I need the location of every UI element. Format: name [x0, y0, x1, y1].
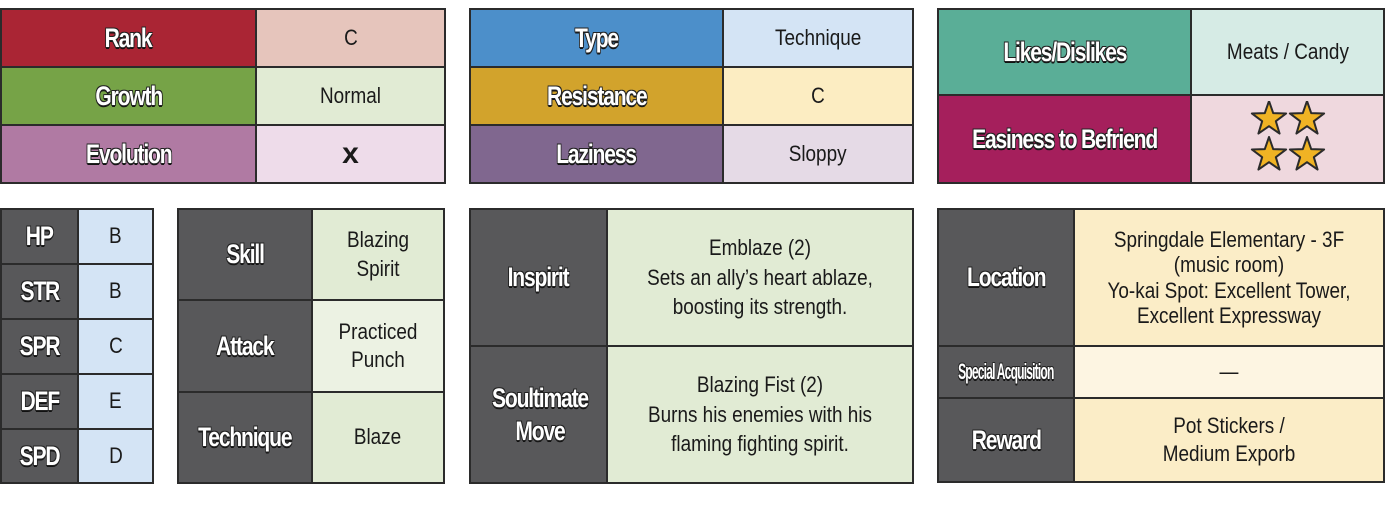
location-line: (music room) — [1173, 252, 1285, 278]
inspirit-move-desc: Sets an ally’s heart ablaze, boosting it… — [647, 265, 873, 319]
reward-line: Pot Stickers / — [1173, 412, 1285, 438]
technique-value: Blaze — [311, 391, 445, 484]
laziness-header: Laziness — [469, 124, 724, 184]
location-line: Excellent Expressway — [1136, 302, 1322, 328]
star-icon — [1250, 135, 1287, 171]
reward-header: Reward — [937, 397, 1075, 483]
stat-label-hp: HP — [0, 208, 79, 265]
location-header: Location — [937, 208, 1075, 347]
stat-grade-str: B — [77, 263, 154, 320]
location-line: Springdale Elementary - 3F — [1113, 226, 1345, 252]
special-acquisition-header: Special Acquisition — [937, 345, 1075, 399]
stat-grade-spd: D — [77, 428, 154, 484]
growth-header: Growth — [0, 66, 257, 126]
acquisition-table: Location Springdale Elementary - 3F (mus… — [937, 208, 1385, 483]
traits-table: Type Technique Resistance C Laziness Slo… — [469, 8, 914, 184]
rank-header: Rank — [0, 8, 257, 68]
abilities-table: Skill Blazing Spirit Attack Practiced Pu… — [177, 208, 445, 484]
stat-label-spr: SPR — [0, 318, 79, 375]
rank-value: C — [255, 8, 446, 68]
attack-header: Attack — [177, 299, 313, 393]
stat-row: STR B — [0, 263, 154, 320]
social-table: Likes/Dislikes Meats / Candy Easiness to… — [937, 8, 1385, 184]
stats-table: HP B STR B SPR C DEF E SPD D — [0, 208, 154, 484]
stat-grade-hp: B — [77, 208, 154, 265]
profile-table: Rank C Growth Normal Evolution x — [0, 8, 446, 184]
type-header: Type — [469, 8, 724, 68]
evolution-value: x — [255, 124, 446, 184]
reward-value: Pot Stickers / Medium Exporb — [1073, 397, 1385, 483]
befriend-stars — [1250, 100, 1326, 173]
skill-header: Skill — [177, 208, 313, 301]
soultimate-value: Blazing Fist (2) Burns his enemies with … — [606, 345, 914, 484]
reward-line: Medium Exporb — [1162, 441, 1296, 466]
growth-value: Normal — [255, 66, 446, 126]
stat-grade-spr: C — [77, 318, 154, 375]
inspirit-move-name: Emblaze (2) — [709, 235, 811, 261]
soultimate-move-name: Blazing Fist (2) — [696, 372, 824, 398]
befriend-value — [1190, 94, 1385, 184]
laziness-value: Sloppy — [722, 124, 914, 184]
stat-grade-def: E — [77, 373, 154, 430]
star-icon — [1250, 100, 1287, 135]
type-value: Technique — [722, 8, 914, 68]
location-value: Springdale Elementary - 3F (music room) … — [1073, 208, 1385, 347]
resistance-header: Resistance — [469, 66, 724, 126]
stat-row: SPD D — [0, 428, 154, 484]
location-line: Yo-kai Spot: Excellent Tower, — [1107, 277, 1351, 303]
technique-header: Technique — [177, 391, 313, 484]
soultimate-move-desc: Burns his enemies with his flaming fight… — [647, 402, 872, 456]
stat-label-spd: SPD — [0, 428, 79, 484]
befriend-header: Easiness to Befriend — [937, 94, 1192, 184]
star-icon — [1288, 100, 1325, 135]
stat-row: DEF E — [0, 373, 154, 430]
evolution-header: Evolution — [0, 124, 257, 184]
likes-value: Meats / Candy — [1190, 8, 1385, 96]
inspirit-header: Inspirit — [469, 208, 608, 347]
stat-row: HP B — [0, 208, 154, 265]
stat-label-str: STR — [0, 263, 79, 320]
special-acquisition-value: — — [1073, 345, 1385, 399]
inspirit-value: Emblaze (2) Sets an ally’s heart ablaze,… — [606, 208, 914, 347]
skill-value: Blazing Spirit — [311, 208, 445, 301]
soultimate-header: Soultimate Move — [469, 345, 608, 484]
attack-value: Practiced Punch — [311, 299, 445, 393]
resistance-value: C — [722, 66, 914, 126]
likes-header: Likes/Dislikes — [937, 8, 1192, 96]
moves-table: Inspirit Emblaze (2) Sets an ally’s hear… — [469, 208, 914, 484]
stat-label-def: DEF — [0, 373, 79, 430]
stat-row: SPR C — [0, 318, 154, 375]
star-icon — [1288, 135, 1325, 171]
